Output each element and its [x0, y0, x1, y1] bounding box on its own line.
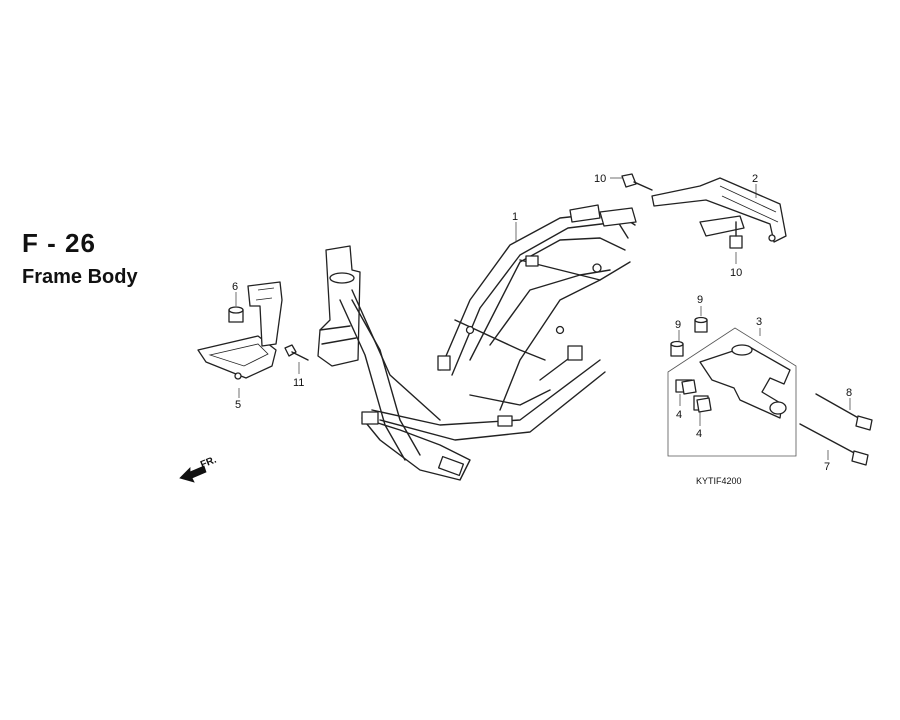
section-code: F - 26: [22, 228, 96, 258]
callout-2: 2: [752, 173, 758, 185]
callout-11: 11: [293, 377, 304, 389]
diagram-code: KYTIF4200: [696, 476, 742, 486]
callout-4a: 4: [676, 409, 682, 421]
direction-label: FR.: [199, 454, 218, 470]
callout-4b: 4: [696, 428, 702, 440]
bolt-10-bottom[interactable]: [729, 221, 743, 249]
bolt-10-top[interactable]: [621, 173, 653, 191]
long-bolt-7[interactable]: [799, 423, 869, 466]
direction-marker: FR.: [179, 454, 218, 483]
callout-8: 8: [846, 387, 852, 399]
leader-lines: [235, 177, 851, 460]
callout-3: 3: [756, 316, 762, 328]
callout-1: 1: [512, 211, 518, 223]
clip-4-b[interactable]: [696, 397, 712, 413]
arrow-icon: [179, 465, 207, 483]
callout-9a: 9: [697, 294, 703, 306]
front-bracket[interactable]: [197, 281, 283, 380]
callout-6: 6: [232, 281, 238, 293]
nut-9-upper[interactable]: [694, 316, 708, 333]
long-bolt-8[interactable]: [815, 393, 873, 431]
callout-9b: 9: [675, 319, 681, 331]
rubber-mount[interactable]: [228, 306, 244, 323]
callout-7: 7: [824, 461, 830, 473]
clip-4-a[interactable]: [681, 379, 697, 395]
main-frame[interactable]: [317, 204, 637, 481]
nut-9-lower[interactable]: [670, 340, 684, 357]
bolt-11[interactable]: [284, 344, 309, 361]
callout-5: 5: [235, 399, 241, 411]
callout-10a: 10: [594, 173, 606, 185]
section-title: Frame Body: [22, 266, 138, 288]
rear-bracket[interactable]: [651, 177, 787, 243]
callout-10b: 10: [730, 267, 742, 279]
